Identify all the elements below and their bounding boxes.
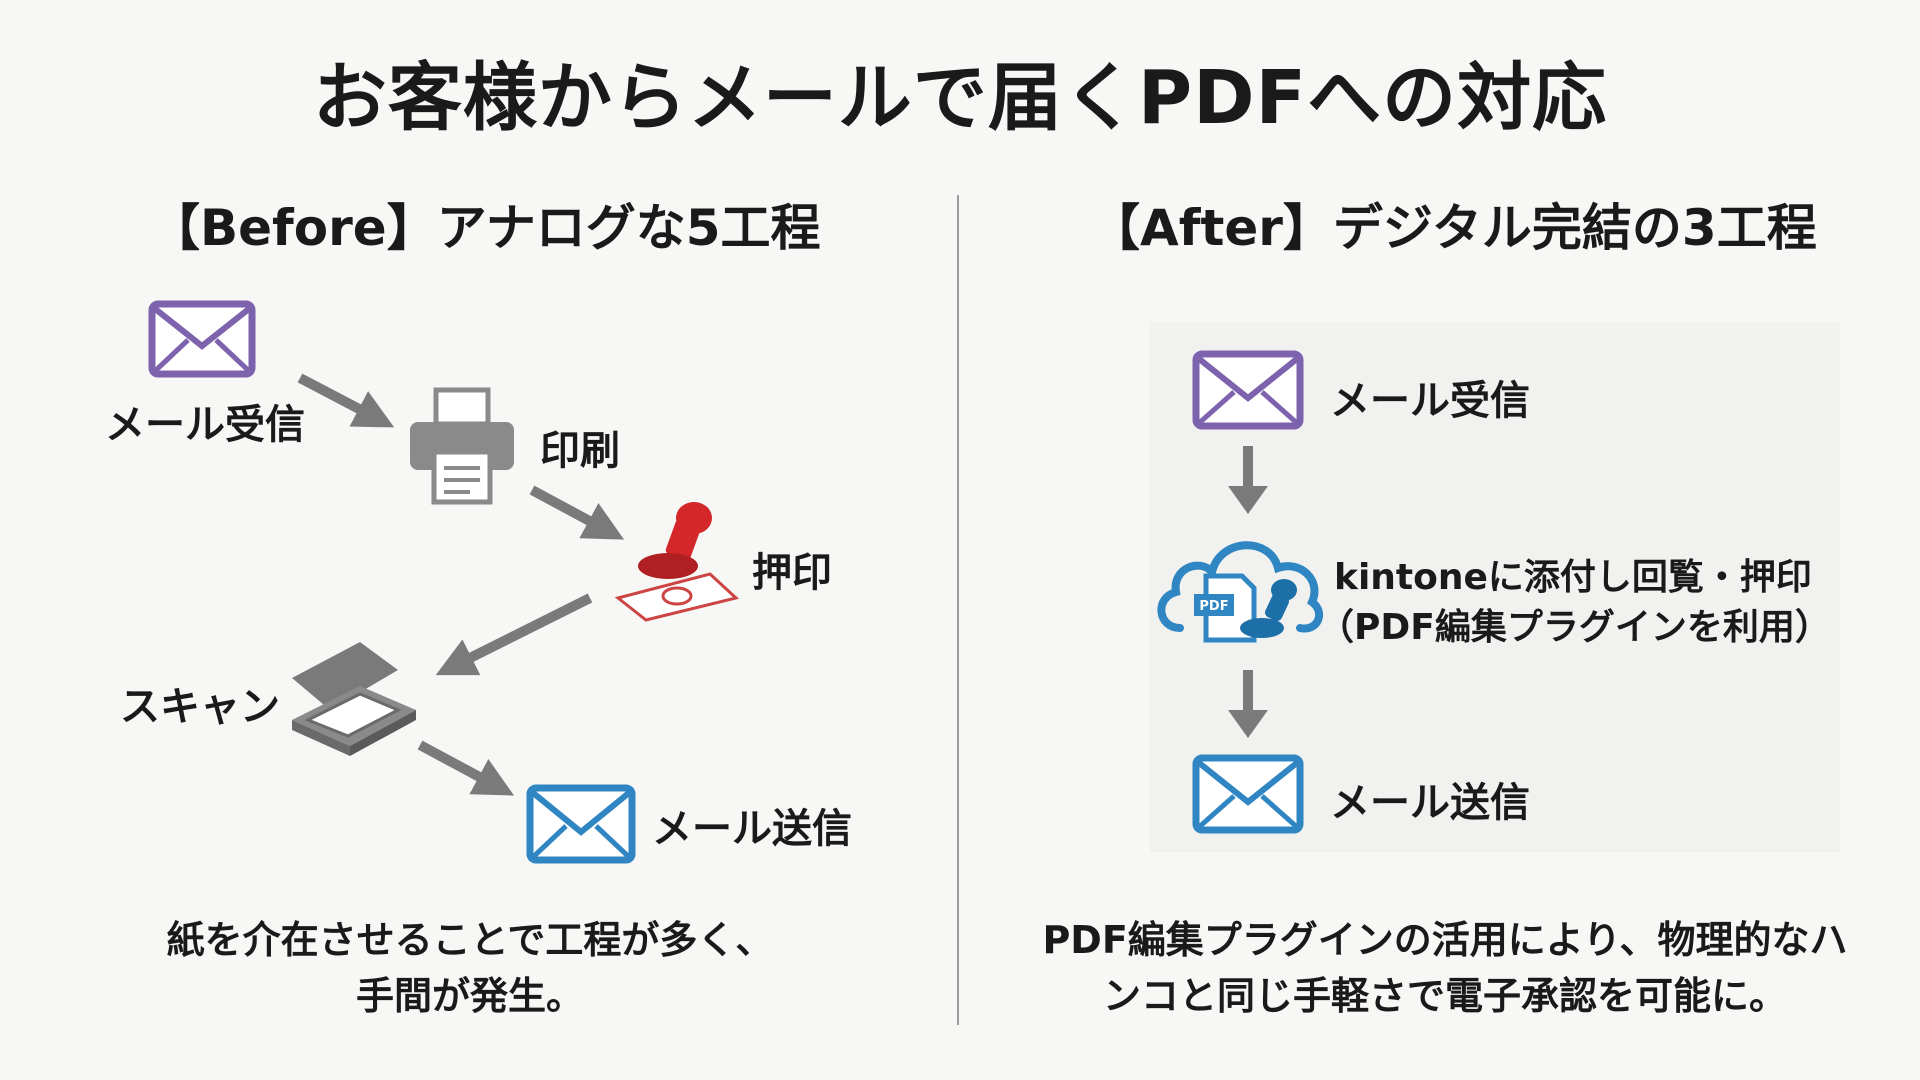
after-caption-line1: PDF編集プラグインの活用により、物理的なハ bbox=[1042, 918, 1848, 962]
after-step-kintone-line2: （PDF編集プラグインを利用） bbox=[1318, 607, 1831, 648]
before-caption-line1: 紙を介在させることで工程が多く、 bbox=[166, 918, 774, 962]
after-caption-line2: ンコと同じ手軽さで電子承認を可能に。 bbox=[1102, 974, 1787, 1018]
before-caption-line2: 手間が発生。 bbox=[355, 974, 584, 1018]
before-caption: 紙を介在させることで工程が多く、 手間が発生。 bbox=[120, 912, 820, 1024]
after-step-mail-send: メール送信 bbox=[1330, 780, 1530, 826]
before-heading: 【Before】アナログな5工程 bbox=[150, 199, 821, 257]
down-arrow-icon-2 bbox=[1228, 670, 1268, 738]
after-caption: PDF編集プラグインの活用により、物理的なハ ンコと同じ手軽さで電子承認を可能に… bbox=[1000, 912, 1890, 1024]
before-step-stamp: 押印 bbox=[752, 550, 832, 596]
before-step-mail-send: メール送信 bbox=[652, 806, 852, 852]
before-step-mail-receive: メール受信 bbox=[105, 402, 305, 448]
after-step-kintone-line1: kintoneに添付し回覧・押印 bbox=[1334, 557, 1812, 598]
stamp-icon bbox=[614, 502, 740, 622]
envelope-icon-send bbox=[526, 784, 636, 864]
before-step-print: 印刷 bbox=[540, 428, 620, 474]
envelope-icon-receive bbox=[148, 300, 256, 378]
pdf-badge-text: PDF bbox=[1199, 599, 1228, 614]
scanner-icon bbox=[292, 642, 416, 756]
page-title: お客様からメールで届くPDFへの対応 bbox=[312, 55, 1608, 141]
before-step-scan: スキャン bbox=[120, 684, 280, 730]
cloud-pdf-stamp-icon: PDF bbox=[1157, 541, 1324, 643]
envelope-icon-after-send bbox=[1192, 754, 1304, 834]
after-heading: 【After】デジタル完結の3工程 bbox=[1090, 199, 1817, 257]
envelope-icon-after-receive bbox=[1192, 350, 1304, 430]
after-step-mail-receive: メール受信 bbox=[1330, 378, 1530, 424]
section-divider bbox=[957, 195, 959, 1025]
down-arrow-icon-1 bbox=[1228, 446, 1268, 514]
printer-icon bbox=[410, 387, 514, 505]
